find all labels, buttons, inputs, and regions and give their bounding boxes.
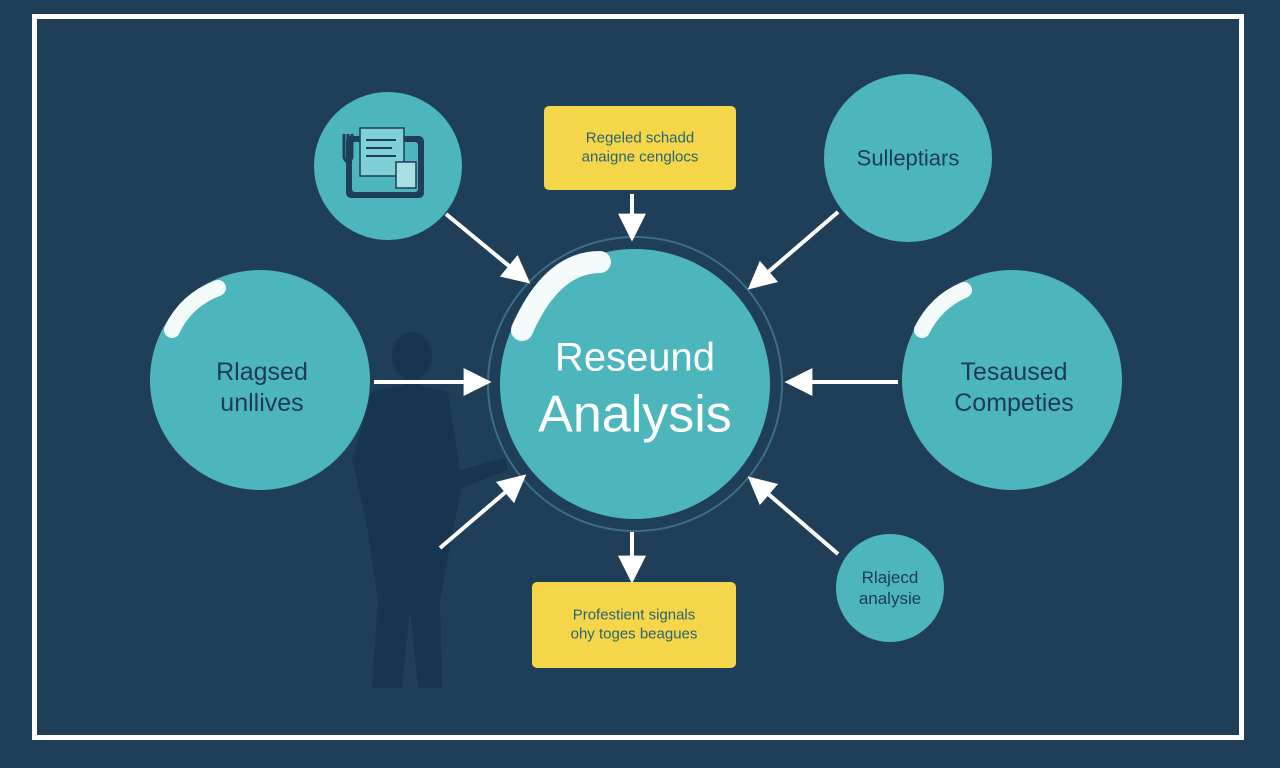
bottom-box-line2: ohy toges beagues [570, 625, 698, 642]
right-node-highlight [914, 282, 972, 338]
right-node [902, 270, 1122, 490]
bottom-yellow-box [532, 582, 736, 668]
left-node-text: Rlagsed unllives [216, 357, 308, 420]
arrow-top-right [747, 210, 840, 290]
right-node-text: Tesaused Competies [954, 357, 1074, 420]
top-box-line1: Regeled schadd [585, 129, 695, 147]
bottom-right-node-line2: analysie [858, 589, 922, 608]
right-node-line1: Tesaused [960, 357, 1068, 386]
center-node-highlight [511, 251, 611, 341]
left-node [150, 270, 370, 490]
bottom-right-node-line1: Rlajecd [861, 567, 919, 587]
top-box-text: Regeled schadd anaigne cenglocs [582, 129, 699, 167]
center-title-line2: Analysis [538, 385, 732, 444]
arrow-bottom-right [747, 476, 840, 556]
top-right-node [824, 74, 992, 242]
left-node-line2: unllives [220, 389, 304, 417]
center-node [500, 249, 770, 519]
right-node-line2: Competies [954, 389, 1074, 417]
center-node-text: Reseund Analysis [538, 333, 732, 448]
arrows [374, 194, 898, 584]
top-box-line2: anaigne cenglocs [581, 148, 699, 165]
top-right-node-line1: Sulleptiars [856, 145, 960, 171]
left-node-highlight [164, 280, 226, 338]
bottom-box-line1: Profestient signals [572, 606, 696, 624]
arrow-bottom-left [438, 474, 527, 550]
center-title-line1: Reseund [554, 335, 716, 380]
bottom-right-node [836, 534, 944, 642]
left-node-line1: Rlagsed [216, 357, 308, 386]
arrow-top-left [444, 212, 531, 284]
top-yellow-box [544, 106, 736, 190]
bottom-box-text: Profestient signals ohy toges beagues [571, 606, 698, 644]
bottom-right-node-text: Rlajecd analysie [859, 567, 921, 610]
outer-frame [32, 14, 1244, 740]
tablet-document-icon [342, 127, 424, 198]
top-right-node-text: Sulleptiars [857, 144, 960, 172]
